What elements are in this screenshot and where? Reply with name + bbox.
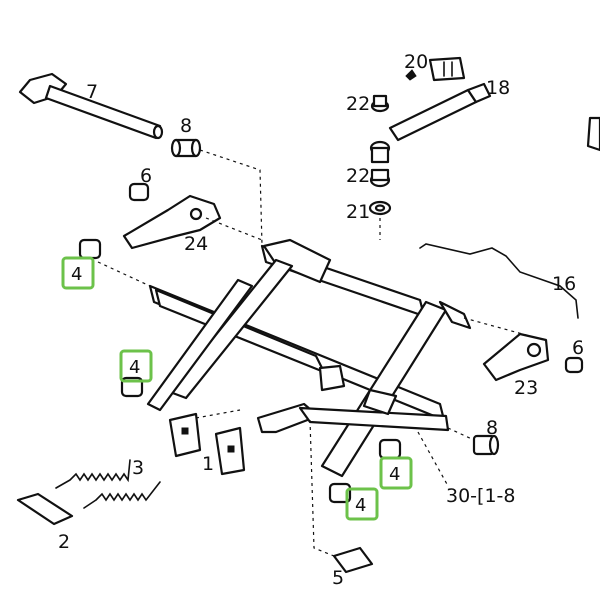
wire-rod-part-16 bbox=[419, 243, 579, 319]
callout-8-top: 8 bbox=[180, 115, 192, 137]
ball-joint-part bbox=[369, 140, 391, 164]
washer-part-21 bbox=[368, 200, 392, 216]
springs-part-3 bbox=[55, 459, 161, 509]
callout-24: 24 bbox=[184, 233, 208, 255]
bushing-part-8-top bbox=[170, 138, 202, 158]
callout-2: 2 bbox=[58, 531, 70, 553]
bushing-part-8-right bbox=[472, 434, 500, 456]
callout-22-bottom: 22 bbox=[346, 165, 370, 187]
plate-part-2 bbox=[16, 492, 74, 526]
svg-text:4: 4 bbox=[71, 264, 82, 285]
highlight-label-4-left: 4 bbox=[61, 256, 95, 290]
bushing-part-22-top bbox=[370, 94, 390, 113]
callout-8-right: 8 bbox=[486, 417, 498, 439]
callout-6-right: 6 bbox=[572, 337, 584, 359]
leader-8-top bbox=[199, 149, 263, 246]
bushing-part-22-bottom bbox=[369, 168, 391, 188]
shaft-part-7 bbox=[18, 72, 164, 140]
callout-30-1-8: 30-[1-8 bbox=[446, 485, 515, 507]
callout-20: 20 bbox=[404, 51, 428, 73]
leader-1 bbox=[195, 409, 241, 419]
bushing-part-4-left bbox=[78, 238, 102, 260]
leader-8-right bbox=[447, 427, 475, 441]
callout-16: 16 bbox=[552, 273, 576, 295]
callout-1: 1 bbox=[202, 453, 214, 475]
bushing-part-4-bottom bbox=[328, 482, 352, 504]
svg-text:4: 4 bbox=[355, 495, 366, 516]
leader-24 bbox=[205, 217, 263, 241]
highlight-label-4-bottom: 4 bbox=[345, 487, 379, 521]
leader-5 bbox=[309, 419, 335, 557]
leader-30 bbox=[417, 431, 449, 487]
pin-part-6-right bbox=[564, 356, 584, 374]
callout-7: 7 bbox=[86, 81, 98, 103]
callout-22-top: 22 bbox=[346, 93, 370, 115]
svg-text:4: 4 bbox=[129, 357, 140, 378]
pin-part-5 bbox=[332, 546, 374, 574]
callout-5: 5 bbox=[332, 567, 344, 589]
bracket-part-23 bbox=[482, 332, 550, 382]
callout-21: 21 bbox=[346, 201, 370, 223]
main-frame-assembly bbox=[146, 238, 472, 478]
gas-spring-part-18 bbox=[388, 82, 492, 142]
clip-part-20 bbox=[405, 56, 466, 82]
lever-part-24 bbox=[122, 194, 222, 250]
callout-23: 23 bbox=[514, 377, 538, 399]
highlight-label-4-middle: 4 bbox=[119, 349, 153, 383]
clip-part-1 bbox=[168, 412, 246, 476]
leader-4-left bbox=[97, 261, 151, 287]
leader-23 bbox=[463, 317, 531, 337]
callout-6-left: 6 bbox=[140, 165, 152, 187]
highlight-label-4-right: 4 bbox=[379, 456, 413, 490]
partial-part-edge bbox=[586, 116, 600, 152]
callout-18: 18 bbox=[486, 77, 510, 99]
svg-text:4: 4 bbox=[389, 464, 400, 485]
pin-part-6-left bbox=[128, 182, 150, 202]
callout-3: 3 bbox=[132, 457, 144, 479]
bushing-part-4-right bbox=[378, 438, 402, 460]
